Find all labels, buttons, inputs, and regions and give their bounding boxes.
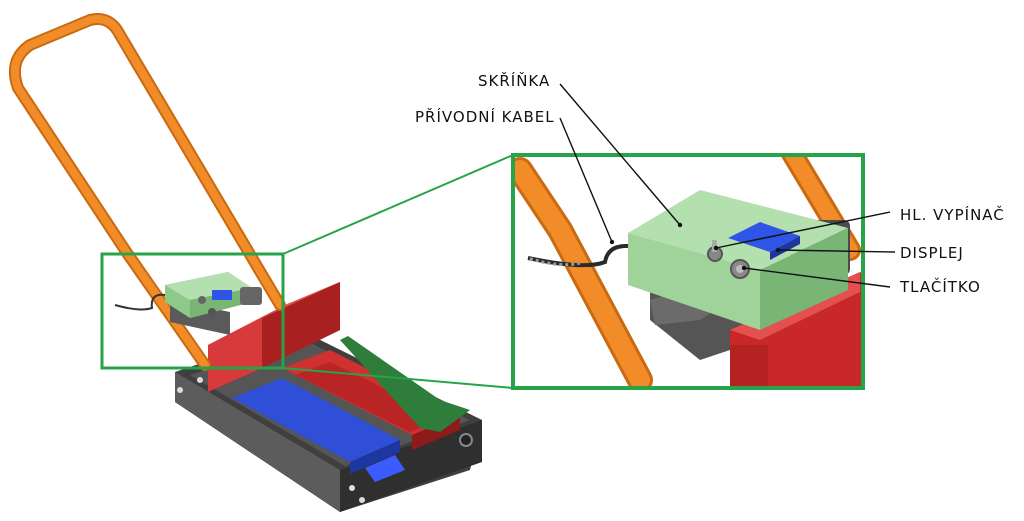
machine-overview (15, 19, 482, 512)
label-main-switch: HL. VYPÍNAČ (900, 205, 1005, 224)
zoom-detail (513, 150, 870, 395)
label-housing: SKŘÍŇKA (478, 71, 550, 90)
label-button: TLAČÍTKO (899, 277, 981, 296)
handle (15, 19, 280, 365)
label-display: DISPLEJ (900, 244, 964, 262)
zoom-connector-top (283, 155, 513, 254)
label-supply-cable: PŘÍVODNÍ KABEL (415, 107, 555, 126)
